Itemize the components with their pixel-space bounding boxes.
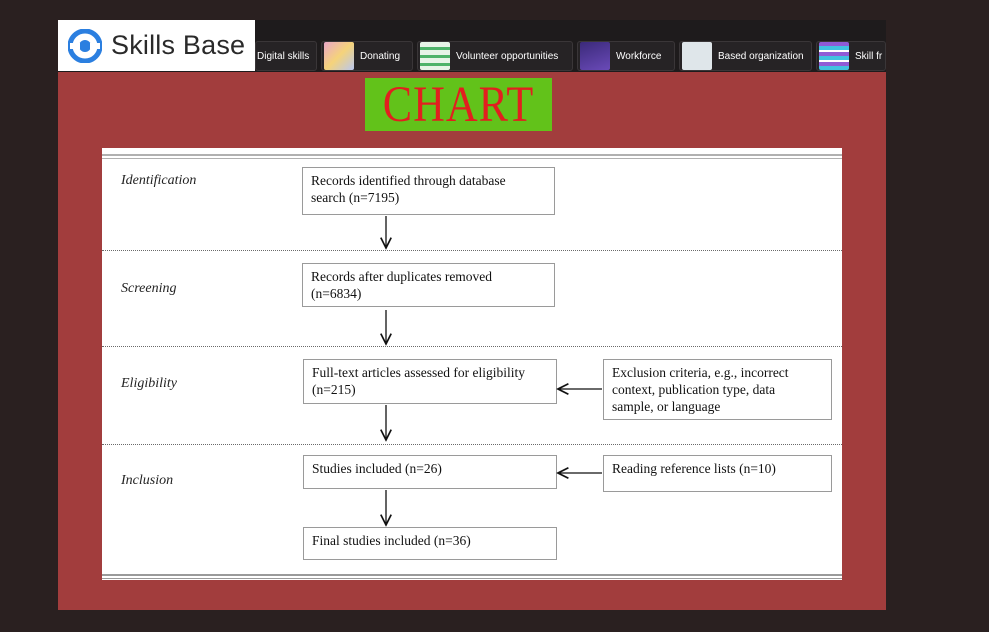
box-studies-included: Studies included (n=26) (303, 455, 557, 489)
box-full-text-assessed: Full-text articles assessed for eligibil… (303, 359, 557, 404)
chip-label: Digital skills (257, 50, 310, 62)
box-text: Full-text articles assessed for eligibil… (312, 365, 525, 380)
box-text: sample, or language (612, 399, 721, 414)
bottom-rule (102, 574, 842, 576)
top-rule-inner (102, 158, 842, 159)
box-final-studies: Final studies included (n=36) (303, 527, 557, 560)
box-text: (n=6834) (311, 286, 362, 301)
chip-label: Based organization (718, 50, 804, 62)
chart-banner-text: CHART (382, 76, 535, 133)
organization-thumbnail-icon (682, 42, 712, 70)
chip-label: Skill fr (855, 50, 883, 62)
band-divider (102, 250, 842, 251)
chip-label: Workforce (616, 50, 662, 62)
box-text: Reading reference lists (n=10) (612, 461, 776, 476)
chip-skill-framework[interactable]: Skill fr (816, 41, 886, 71)
box-reference-lists: Reading reference lists (n=10) (603, 455, 832, 492)
band-divider (102, 444, 842, 445)
box-exclusion-criteria: Exclusion criteria, e.g., incorrect cont… (603, 359, 832, 420)
workforce-thumbnail-icon (580, 42, 610, 70)
flow-arrows (102, 216, 602, 580)
chip-donating[interactable]: Donating (321, 41, 413, 71)
band-divider (102, 346, 842, 347)
top-rule (102, 154, 842, 156)
box-text: Studies included (n=26) (312, 461, 442, 476)
stage-eligibility: Eligibility (121, 376, 177, 391)
skills-base-logo[interactable]: Skills Base (58, 20, 255, 71)
prisma-flow-diagram: Identification Screening Eligibility Inc… (102, 148, 842, 580)
chart-banner: CHART (365, 76, 552, 133)
box-records-screened: Records after duplicates removed (n=6834… (302, 263, 555, 307)
donating-thumbnail-icon (324, 42, 354, 70)
bottom-rule-inner (102, 578, 842, 579)
logo-text: Skills Base (111, 30, 246, 60)
skill-thumbnail-icon (819, 42, 849, 70)
chip-digital-skills[interactable]: Digital skills (255, 41, 317, 71)
chip-workforce[interactable]: Workforce (577, 41, 675, 71)
chip-label: Volunteer opportunities (456, 50, 559, 62)
box-text: Final studies included (n=36) (312, 533, 471, 548)
box-text: search (n=7195) (311, 190, 400, 205)
chip-volunteer-opportunities[interactable]: Volunteer opportunities (417, 41, 573, 71)
box-text: context, publication type, data (612, 382, 776, 397)
box-text: Exclusion criteria, e.g., incorrect (612, 365, 789, 380)
skills-base-logo-icon (68, 28, 102, 63)
box-text: Records after duplicates removed (311, 269, 493, 284)
chip-based-organization[interactable]: Based organization (679, 41, 812, 71)
stage-screening: Screening (121, 281, 177, 296)
volunteer-thumbnail-icon (420, 42, 450, 70)
box-records-identified: Records identified through database sear… (302, 167, 555, 215)
box-text: Records identified through database (311, 173, 506, 188)
stage-inclusion: Inclusion (121, 473, 174, 488)
box-text: (n=215) (312, 382, 356, 397)
chip-label: Donating (360, 50, 401, 62)
stage-identification: Identification (121, 173, 197, 188)
